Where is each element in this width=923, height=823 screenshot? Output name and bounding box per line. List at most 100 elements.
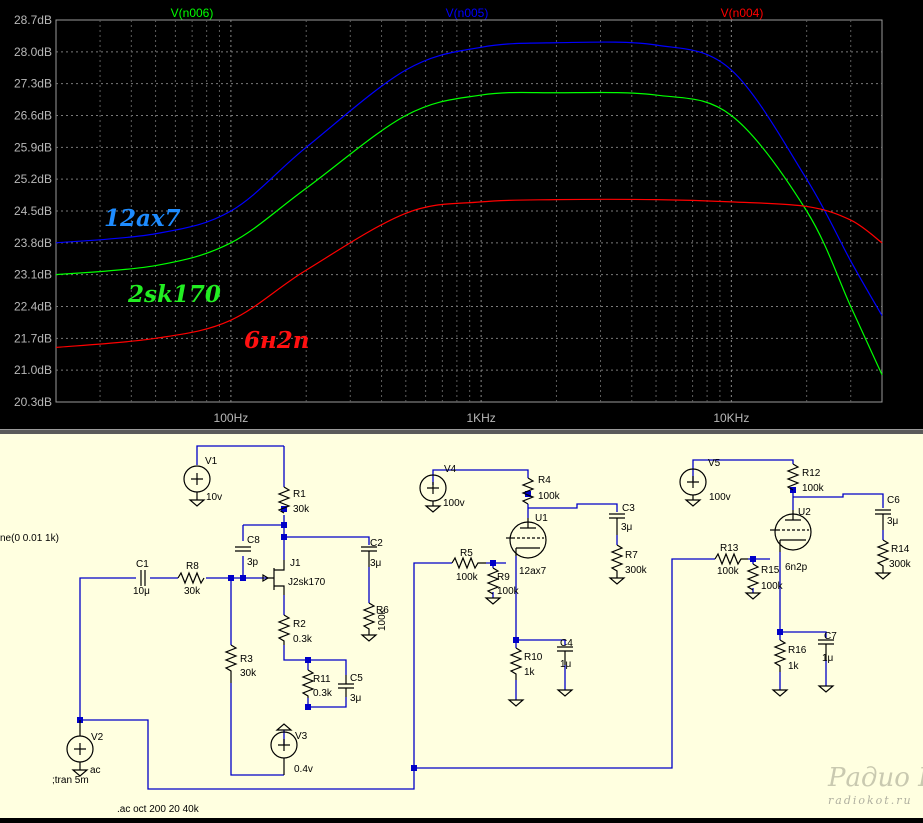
capacitor-c2[interactable]: C2 3μ <box>361 538 383 569</box>
svg-text:10v: 10v <box>206 492 222 503</box>
resistor-r11[interactable]: R11 0.3k <box>301 669 333 699</box>
spice-directive-tran[interactable]: ne(0 0.01 1k) <box>0 533 59 544</box>
svg-text:30k: 30k <box>240 668 257 679</box>
y-tick-label: 25.9dB <box>14 140 52 154</box>
y-tick-label: 25.2dB <box>14 172 52 186</box>
capacitor-c4[interactable]: C4 1μ <box>556 638 574 697</box>
y-tick-label: 23.1dB <box>14 268 52 282</box>
svg-text:3μ: 3μ <box>887 516 899 527</box>
waveform-plot[interactable]: 28.7dB28.0dB27.3dB26.6dB25.9dB25.2dB24.5… <box>0 0 923 429</box>
resistor-r4[interactable]: R4 100k <box>521 475 561 505</box>
svg-text:C7: C7 <box>824 631 837 642</box>
svg-text:R3: R3 <box>240 654 253 665</box>
svg-text:C2: C2 <box>370 538 383 549</box>
resistor-r9[interactable]: R9 100k <box>484 567 520 605</box>
triode-u2[interactable]: U2 6n2p <box>770 507 812 573</box>
capacitor-c8[interactable]: C8 3p <box>235 535 260 568</box>
capacitor-c5[interactable]: C5 3μ <box>338 673 363 704</box>
resistor-r3[interactable]: R3 30k <box>224 644 257 683</box>
resistor-r10[interactable]: R10 1k <box>507 647 543 707</box>
svg-text:R4: R4 <box>538 475 551 486</box>
svg-text:300k: 300k <box>625 565 648 576</box>
svg-text:100k: 100k <box>538 491 561 502</box>
svg-text:R1: R1 <box>293 489 306 500</box>
svg-text:R2: R2 <box>293 619 306 630</box>
svg-text:R10: R10 <box>524 652 543 663</box>
capacitor-c7[interactable]: C7 1μ <box>817 631 837 693</box>
y-tick-label: 28.7dB <box>14 13 52 27</box>
voltage-source-v4[interactable]: V4 100v <box>419 464 465 513</box>
voltage-source-v2[interactable]: V2 ac ;tran 5m <box>52 720 104 786</box>
capacitor-c1[interactable]: C1 10μ <box>133 559 150 597</box>
triode-u1[interactable]: U1 12ax7 <box>506 513 548 577</box>
svg-text:0.3k: 0.3k <box>313 688 333 699</box>
resistor-r7[interactable]: R7 300k <box>608 544 648 585</box>
wires <box>79 445 884 790</box>
svg-text:R15: R15 <box>761 565 780 576</box>
svg-text:100k: 100k <box>456 572 479 583</box>
voltage-source-v5[interactable]: V5 100v <box>679 458 731 507</box>
y-tick-label: 28.0dB <box>14 45 52 59</box>
jfet-j1[interactable]: J1 J2sk170 <box>262 558 326 595</box>
svg-text:R11: R11 <box>313 674 331 685</box>
trace-vn004[interactable] <box>55 198 883 349</box>
svg-text:V2: V2 <box>91 732 104 743</box>
svg-text:U2: U2 <box>798 507 811 518</box>
resistor-r1[interactable]: R1 30k <box>277 486 310 515</box>
trace-vn005[interactable] <box>55 41 883 316</box>
y-tick-label: 21.0dB <box>14 363 52 377</box>
svg-text:C6: C6 <box>887 495 900 506</box>
svg-text:6n2p: 6n2p <box>785 562 808 573</box>
resistor-r14[interactable]: R14 300k <box>874 539 912 580</box>
trace-layer <box>55 41 883 375</box>
svg-text:R6: R6 <box>376 605 389 616</box>
pane-splitter[interactable] <box>0 429 923 434</box>
svg-text:R9: R9 <box>497 572 510 583</box>
resistor-r8[interactable]: R8 30k <box>177 561 205 597</box>
svg-text:300k: 300k <box>889 559 912 570</box>
svg-text:1μ: 1μ <box>822 653 834 664</box>
svg-text:100k: 100k <box>717 566 740 577</box>
annotation-12ax7: 12ax7 <box>104 205 181 232</box>
annotation-6n2p: 6н2п <box>244 327 310 354</box>
resistor-r2[interactable]: R2 0.3k <box>277 614 313 645</box>
resistor-r16[interactable]: R16 1k <box>771 639 807 697</box>
y-tick-label: 26.6dB <box>14 109 52 123</box>
voltage-source-v1[interactable]: V1 10v <box>183 456 222 507</box>
x-tick-label: 1KHz <box>466 411 495 425</box>
svg-text:100v: 100v <box>443 498 465 509</box>
svg-text:U1: U1 <box>535 513 548 524</box>
svg-text:1k: 1k <box>524 667 536 678</box>
resistor-r15[interactable]: R15 100k <box>744 563 784 600</box>
svg-text:V1: V1 <box>205 456 218 467</box>
trace-label-v-n005[interactable]: V(n005) <box>446 6 489 20</box>
svg-text:J1: J1 <box>290 558 301 569</box>
capacitor-c3[interactable]: C3 3μ <box>609 503 635 535</box>
svg-text:3p: 3p <box>247 557 259 568</box>
x-tick-label: 100Hz <box>214 411 249 425</box>
voltage-source-v3[interactable]: V3 0.4v <box>270 723 313 775</box>
svg-text:V3: V3 <box>295 731 308 742</box>
capacitor-c6[interactable]: C6 3μ <box>875 495 900 530</box>
svg-text:R12: R12 <box>802 468 821 479</box>
trace-vn006[interactable] <box>55 91 883 375</box>
svg-text:100v: 100v <box>709 492 731 503</box>
resistor-r13[interactable]: R13 100k <box>714 543 748 577</box>
svg-text:100k: 100k <box>802 483 825 494</box>
resistor-r12[interactable]: R12 100k <box>786 463 825 494</box>
resistor-r6[interactable]: R6 100k <box>360 602 389 642</box>
y-tick-label: 23.8dB <box>14 236 52 250</box>
svg-text:V5: V5 <box>708 458 721 469</box>
svg-text:R13: R13 <box>720 543 739 554</box>
annotation-2sk170: 2sk170 <box>127 281 221 308</box>
y-tick-label: 21.7dB <box>14 331 52 345</box>
schematic-canvas[interactable]: V1 10v R1 30k C8 3p <box>0 434 923 818</box>
trace-label-v-n006[interactable]: V(n006) <box>171 6 214 20</box>
resistor-r5[interactable]: R5 100k <box>451 548 486 583</box>
spice-directive-ac[interactable]: .ac oct 200 20 40k <box>117 804 200 815</box>
trace-label-v-n004[interactable]: V(n004) <box>721 6 764 20</box>
y-tick-label: 22.4dB <box>14 300 52 314</box>
schematic-editor[interactable]: V1 10v R1 30k C8 3p <box>0 434 923 818</box>
